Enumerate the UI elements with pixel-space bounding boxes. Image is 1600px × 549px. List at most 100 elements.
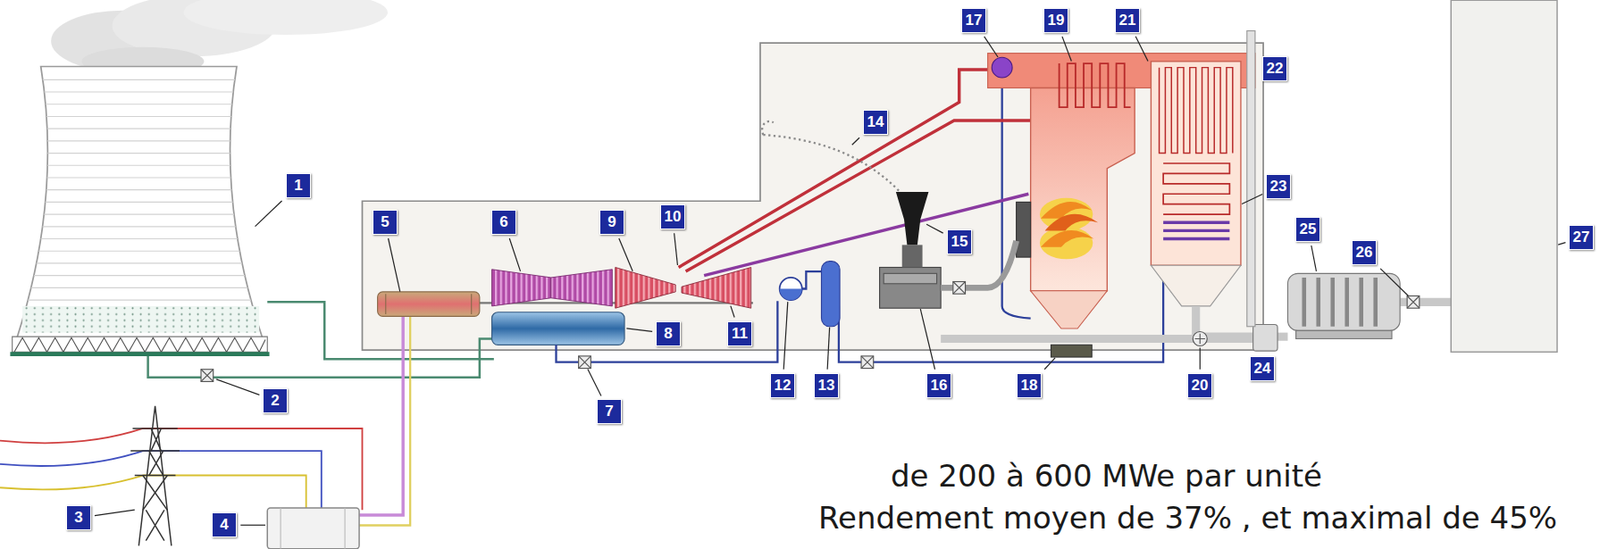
cooling-tower xyxy=(0,152,286,154)
steam-line xyxy=(678,69,1031,277)
deaerator xyxy=(779,277,803,301)
callout-number: 6 xyxy=(491,209,517,235)
power-line xyxy=(0,316,411,526)
boiler xyxy=(1030,291,1108,329)
precipitator xyxy=(1296,330,1392,339)
callout-slot: 1 xyxy=(285,173,311,199)
power-line xyxy=(359,316,411,526)
transformer xyxy=(267,508,360,549)
callout-slot: 16 xyxy=(926,373,952,399)
cooling-tower xyxy=(0,251,286,252)
leader-line xyxy=(984,36,998,58)
cooling-tower xyxy=(0,140,286,142)
callout-slot: 26 xyxy=(1351,240,1377,266)
callout-slot: 3 xyxy=(66,505,92,531)
coal-conveyor xyxy=(762,134,900,193)
callout-slot: 2 xyxy=(262,388,288,414)
callout-slot: 9 xyxy=(599,209,625,235)
cooling-tower xyxy=(0,103,286,105)
generator xyxy=(385,293,386,315)
leader-line xyxy=(1311,245,1317,272)
callout-number: 12 xyxy=(770,373,796,399)
callout-number: 7 xyxy=(596,399,622,425)
callout-slot: 22 xyxy=(1262,56,1288,82)
pump-symbol xyxy=(578,356,592,369)
boiler xyxy=(1150,61,1241,266)
callout-number: 2 xyxy=(262,388,288,414)
callout-slot: 18 xyxy=(1016,373,1042,399)
condenser xyxy=(492,312,625,346)
callout-slot: 14 xyxy=(862,109,888,135)
boiler xyxy=(1059,63,1131,108)
coal-mill xyxy=(879,268,942,310)
callout-number: 27 xyxy=(1568,225,1594,251)
stack xyxy=(1450,0,1558,352)
leader-line xyxy=(730,306,735,319)
leader-line xyxy=(255,201,283,227)
boiler xyxy=(1030,87,1136,291)
coal-mill xyxy=(879,192,1017,309)
cooling-tower xyxy=(12,66,269,352)
power-line xyxy=(359,316,403,516)
cooling-tower xyxy=(0,189,286,191)
feed-water-tank xyxy=(820,261,840,327)
cooling-tower xyxy=(0,91,286,93)
pump-symbol xyxy=(1192,331,1207,346)
leader-line xyxy=(587,368,602,396)
cooling-tower xyxy=(0,287,286,289)
leader-line xyxy=(388,238,401,293)
cooling-tower xyxy=(0,226,286,227)
callout-slot: 7 xyxy=(596,399,622,425)
cooling-tower xyxy=(0,201,286,203)
callout-slot: 6 xyxy=(491,209,517,235)
precipitator xyxy=(1287,273,1400,331)
callout-number: 20 xyxy=(1187,373,1213,399)
flame xyxy=(1040,230,1094,248)
callout-slot: 20 xyxy=(1187,373,1213,399)
flame xyxy=(1045,214,1098,232)
leader-line xyxy=(1044,358,1056,370)
callout-number: 14 xyxy=(862,109,888,135)
boiler xyxy=(1050,344,1092,358)
generator xyxy=(377,292,480,317)
pylon xyxy=(142,428,168,542)
callout-number: 9 xyxy=(599,209,625,235)
callout-number: 26 xyxy=(1351,240,1377,266)
pump-symbol xyxy=(201,281,1420,382)
transformer xyxy=(280,508,282,549)
pylon xyxy=(130,406,180,546)
callout-number: 3 xyxy=(66,505,92,531)
leader-line xyxy=(240,525,266,527)
pump-symbol xyxy=(1407,295,1420,309)
deaerator xyxy=(779,277,803,301)
callout-slot: 4 xyxy=(211,512,237,538)
cooling-tower xyxy=(22,306,260,334)
boiler xyxy=(1159,67,1233,154)
boiler xyxy=(1163,222,1230,239)
cooling-tower xyxy=(0,128,286,130)
cooling-tower xyxy=(0,79,286,81)
callout-number: 13 xyxy=(813,373,839,399)
deaerator xyxy=(779,288,803,301)
coal-mill xyxy=(902,244,923,268)
pump-symbol xyxy=(201,369,214,383)
pump-symbol xyxy=(953,281,966,294)
leader-line xyxy=(1241,194,1263,205)
cooling-tower xyxy=(0,165,286,167)
power-line xyxy=(0,476,307,521)
callout-slot: 21 xyxy=(1114,8,1140,34)
leader-line xyxy=(926,224,944,234)
steam-drum xyxy=(991,57,1013,78)
callout-slot: 19 xyxy=(1043,8,1069,34)
leader-line xyxy=(509,238,520,272)
vent-pipe xyxy=(1247,31,1256,327)
turbine xyxy=(492,269,552,307)
cooling-tower xyxy=(0,66,286,354)
leader-line xyxy=(1380,268,1408,296)
power-line xyxy=(0,428,362,511)
leader-line xyxy=(94,510,135,517)
transformer xyxy=(343,508,345,549)
steam-plume xyxy=(184,0,388,35)
